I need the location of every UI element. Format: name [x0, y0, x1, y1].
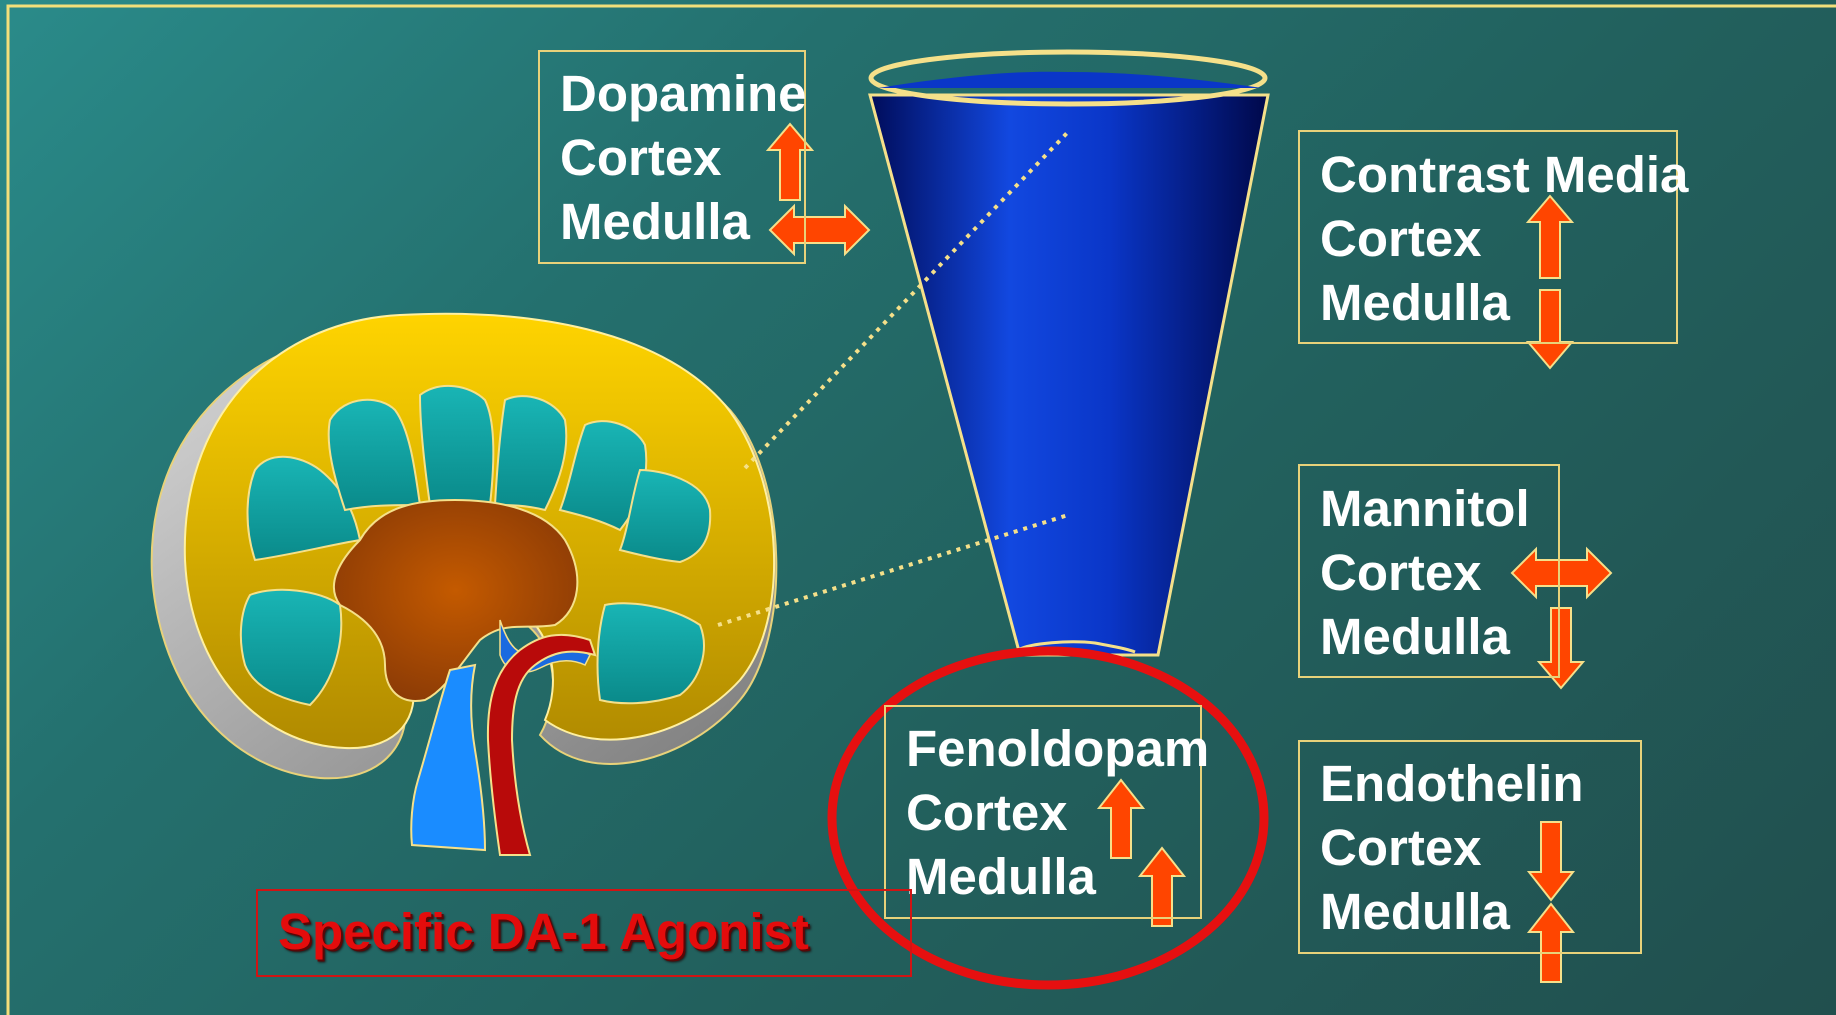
contrast-media-text: Contrast Media Cortex Medulla [1320, 143, 1688, 335]
mannitol-title: Mannitol [1320, 477, 1530, 541]
mannitol-medulla-label: Medulla [1320, 605, 1530, 669]
fenoldopam-title: Fenoldopam [906, 717, 1209, 781]
contrast-media-medulla-label: Medulla [1320, 271, 1688, 335]
mannitol-cortex-label: Cortex [1320, 541, 1530, 605]
endothelin-title: Endothelin [1320, 752, 1583, 816]
dopamine-title: Dopamine [560, 62, 807, 126]
cone-body [870, 95, 1268, 655]
endothelin-medulla-label: Medulla [1320, 880, 1583, 944]
cone-top [878, 72, 1262, 88]
magnified-segment [870, 52, 1268, 655]
mannitol-text: Mannitol Cortex Medulla [1320, 477, 1530, 669]
dopamine-cortex-label: Cortex [560, 126, 807, 190]
da1-agonist-label: Specific DA-1 Agonist [278, 900, 809, 964]
fenoldopam-medulla-label: Medulla [906, 845, 1209, 909]
contrast-media-cortex-label: Cortex [1320, 207, 1688, 271]
endothelin-cortex-label: Cortex [1320, 816, 1583, 880]
contrast-media-title: Contrast Media [1320, 143, 1688, 207]
dopamine-medulla-label: Medulla [560, 190, 807, 254]
fenoldopam-cortex-label: Cortex [906, 781, 1209, 845]
dopamine-text: Dopamine Cortex Medulla [560, 62, 807, 254]
endothelin-text: Endothelin Cortex Medulla [1320, 752, 1583, 944]
fenoldopam-text: Fenoldopam Cortex Medulla [906, 717, 1209, 909]
kidney-illustration [152, 314, 777, 855]
